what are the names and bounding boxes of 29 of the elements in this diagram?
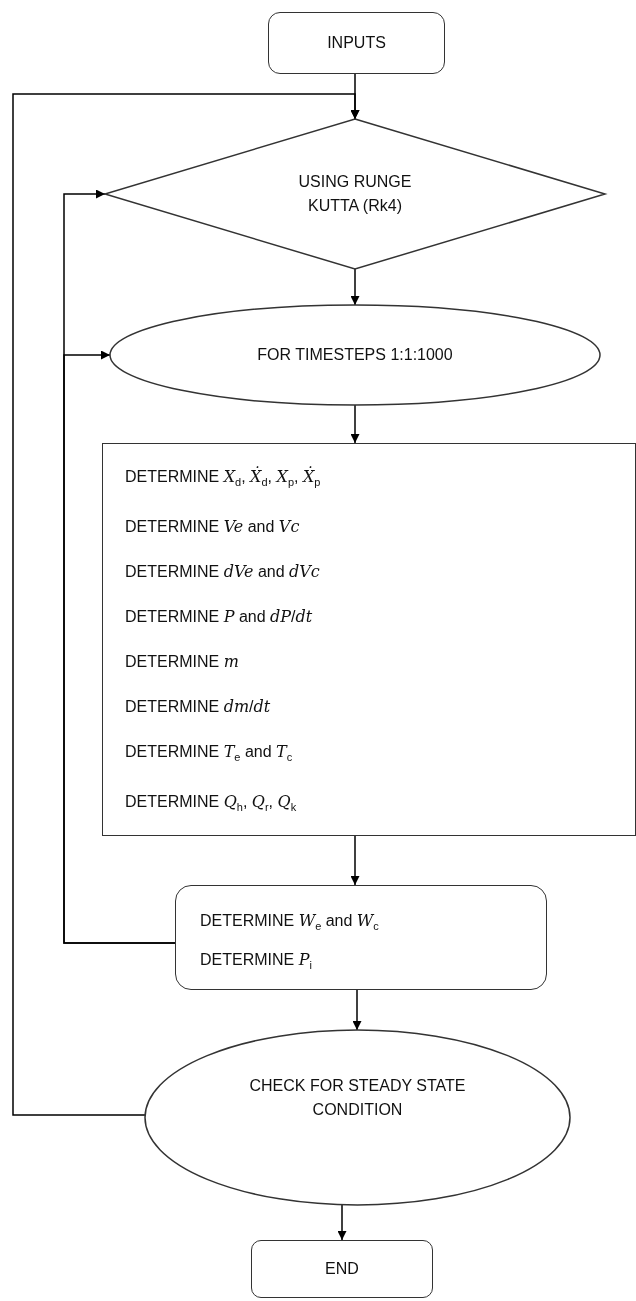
arrow xyxy=(350,404,360,444)
step-text: END xyxy=(325,1259,359,1279)
decision-diamond xyxy=(105,119,605,269)
terminal-box xyxy=(268,12,445,74)
step-text: DETERMINE T$_{e}$ and T$_{c}$ xyxy=(125,741,293,766)
arrow xyxy=(350,835,360,886)
process-ellipse xyxy=(145,1030,570,1205)
process-ellipse xyxy=(110,305,600,405)
step-text: CHECK FOR STEADY STATE CONDITION xyxy=(248,1075,467,1120)
step-text: DETERMINE X$_{d}$, Ẋ$_{d}$, X$_{p}$, Ẋ$_{p}$ xyxy=(125,465,321,491)
arrow xyxy=(337,1204,347,1241)
step-text: DETERMINE Q$_{h}$, Q$_{r}$, Q$_{k}$ xyxy=(125,791,297,816)
step-text: DETERMINE P$_{i}$ xyxy=(200,949,312,974)
arrow xyxy=(12,93,360,1116)
terminal-box xyxy=(251,1240,433,1298)
process-box xyxy=(102,443,636,836)
step-text: DETERMINE W$_{e}$ and W$_{c}$ xyxy=(200,910,379,935)
step-text: DETERMINE Ve and Vc xyxy=(125,516,300,539)
arrow xyxy=(350,268,360,306)
arrow xyxy=(63,350,176,944)
step-text: DETERMINE P and dP/dt xyxy=(125,606,313,629)
terminal-box xyxy=(175,885,547,990)
step-text: DETERMINE dVe and dVc xyxy=(125,561,320,584)
step-text: DETERMINE m xyxy=(125,651,239,674)
arrow xyxy=(352,989,362,1031)
step-text: FOR TIMESTEPS 1:1:1000 xyxy=(257,345,453,365)
step-text: INPUTS xyxy=(327,33,386,53)
step-text: DETERMINE dm/dt xyxy=(125,696,271,719)
step-text: USING RUNGE KUTTA (Rk4) xyxy=(297,172,413,216)
